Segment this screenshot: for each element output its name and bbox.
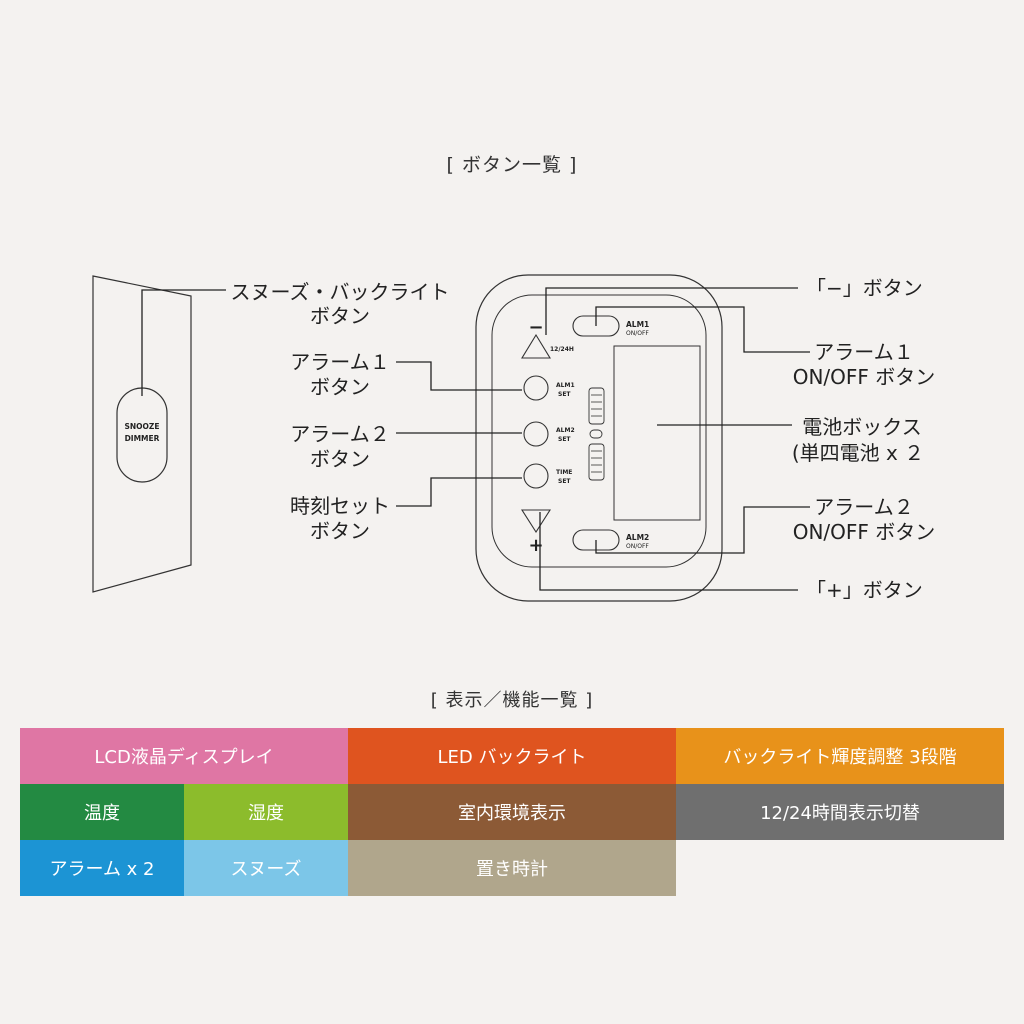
- alm2-set-label-2: SET: [558, 436, 571, 443]
- alm1-set-label-1: ALM1: [556, 382, 575, 389]
- callout-battery-line2: (単四電池 x ２: [792, 441, 924, 465]
- alm2-set-label-1: ALM2: [556, 427, 575, 434]
- device-front-inner: [491, 294, 707, 568]
- callout-alarm1-onoff-line2: ON/OFF ボタン: [793, 365, 936, 389]
- callout-snooze-line1: スヌーズ・バックライト: [231, 280, 450, 304]
- feature-led-backlight: LED バックライト: [348, 728, 676, 784]
- alm1-onoff-label-1: ALM1: [626, 320, 649, 329]
- alm1-set-label-2: SET: [558, 391, 571, 398]
- callout-battery-line1: 電池ボックス: [802, 415, 921, 439]
- alm2-onoff-label-2: ON/OFF: [626, 543, 649, 550]
- lcd-display: [613, 345, 701, 521]
- plus-button-triangle[interactable]: [520, 509, 552, 534]
- features-section-title: [ 表示／機能一覧 ]: [430, 690, 594, 711]
- snooze-button-label-2: DIMMER: [125, 434, 160, 443]
- callout-alarm1-onoff-line1: アラーム１: [814, 340, 913, 364]
- device-front-outer: [475, 274, 723, 602]
- time-set-label-2: SET: [558, 478, 571, 485]
- callout-snooze-line2: ボタン: [310, 304, 370, 328]
- leader-lines: [141, 287, 810, 591]
- callout-plus: 「+」ボタン: [806, 578, 923, 602]
- callout-alarm1-line1: アラーム１: [290, 350, 389, 374]
- feature-lcd: LCD液晶ディスプレイ: [20, 728, 348, 784]
- feature-table-clock: 置き時計: [348, 840, 676, 896]
- feature-12-24h: 12/24時間表示切替: [676, 784, 1004, 840]
- buttons-section-title: [ ボタン一覧 ]: [446, 154, 578, 176]
- callout-alarm2-line1: アラーム２: [290, 422, 389, 446]
- feature-brightness: バックライト輝度調整 3段階: [676, 728, 1004, 784]
- feature-room-environment: 室内環境表示: [348, 784, 676, 840]
- mode-label: 12/24H: [550, 346, 574, 353]
- vent-slot: [588, 443, 605, 481]
- feature-temperature: 温度: [20, 784, 184, 840]
- feature-snooze: スヌーズ: [184, 840, 348, 896]
- time-set-button[interactable]: [523, 463, 549, 489]
- plus-symbol: +: [528, 535, 543, 556]
- callout-alarm1-line2: ボタン: [310, 375, 370, 399]
- minus-button-triangle[interactable]: [521, 333, 551, 359]
- callout-alarm2-onoff-line2: ON/OFF ボタン: [793, 520, 936, 544]
- alm1-onoff-label-2: ON/OFF: [626, 330, 649, 337]
- vent-slot: [588, 387, 605, 425]
- time-set-label-1: TIME: [556, 469, 572, 476]
- callout-time-set-line1: 時刻セット: [290, 494, 390, 518]
- side-view-panel: [92, 275, 192, 593]
- callout-alarm2-line2: ボタン: [310, 447, 370, 471]
- feature-alarm: アラーム x 2: [20, 840, 184, 896]
- feature-humidity: 湿度: [184, 784, 348, 840]
- alm2-set-button[interactable]: [523, 421, 549, 447]
- alm1-set-button[interactable]: [523, 375, 549, 401]
- callout-minus: 「−」ボタン: [806, 276, 923, 300]
- snooze-button-label-1: SNOOZE: [125, 422, 160, 431]
- alm2-onoff-label-1: ALM2: [626, 533, 649, 542]
- minus-symbol: −: [528, 317, 543, 338]
- callout-time-set-line2: ボタン: [310, 519, 370, 543]
- callout-alarm2-onoff-line1: アラーム２: [814, 495, 913, 519]
- vent-dot: [589, 429, 603, 439]
- button-diagram: SNOOZE DIMMER − 12/24H + ALM1 SET ALM2 S…: [92, 274, 936, 602]
